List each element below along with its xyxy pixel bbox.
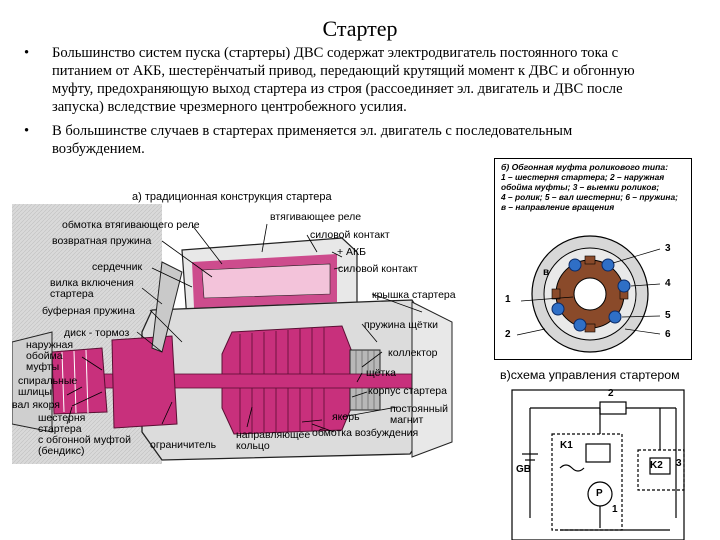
circuit-label: 1 <box>612 504 618 515</box>
circuit-label: 3 <box>676 458 682 469</box>
roller-clutch-figure: б) Обгонная муфта роликового типа: 1 – ш… <box>494 158 692 360</box>
label-serdechnik: сердечник <box>92 261 143 273</box>
bullet-item: • Большинство систем пуска (стартеры) ДВС… <box>22 44 662 116</box>
slide-title: Стартер <box>322 16 398 41</box>
legend-line: обойма муфты; 3 – выемки роликов; <box>501 182 660 192</box>
marker-3: 3 <box>665 243 671 254</box>
marker-1: 1 <box>505 294 511 305</box>
label-vozvratnaya: возвратная пружина <box>52 235 152 247</box>
label-postoyanny: постоянный магнит <box>390 403 449 426</box>
figure-b-legend: 1 – шестерня стартера; 2 – наружная обой… <box>501 172 678 212</box>
bullet-text: В большинстве случаев в стартерах примен… <box>52 123 573 157</box>
label-val-yakorya: вал якоря <box>12 399 60 411</box>
label-akb: + АКБ <box>337 246 367 258</box>
figure-c-title: в)схема управления стартером <box>500 368 680 382</box>
circuit-label: P <box>596 488 603 499</box>
marker-5: 5 <box>665 310 671 321</box>
circuit-label: 2 <box>608 388 614 399</box>
figure-a-title: а) традиционная конструкция стартера <box>132 191 332 203</box>
label-silovoi-2: силовой контакт <box>338 263 418 275</box>
control-circuit-figure: в)схема управления стартером 2 K1 GB K2 … <box>500 368 720 540</box>
label-kryshka: крышка стартера <box>372 289 456 301</box>
label-vtyag-rele: втягивающее реле <box>270 211 362 223</box>
bullet-icon: • <box>24 45 30 61</box>
bullet-text: Большинство систем пуска (стартеры) ДВС … <box>52 45 635 115</box>
label-silovoi-1: силовой контакт <box>310 229 390 241</box>
figure-b-title: б) Обгонная муфта роликового типа: <box>501 162 669 172</box>
label-vilka: вилка включения стартера <box>50 277 134 300</box>
label-spiralnye: спиральные шлицы <box>18 375 78 398</box>
starter-cutaway-figure: а) традиционная конструкция стартера обм… <box>12 192 490 540</box>
legend-line: в – направление вращения <box>501 202 615 212</box>
bullet-list: • Большинство систем пуска (стартеры) ДВС… <box>22 44 662 164</box>
label-napravl-koltso: направляющее кольцо <box>236 429 311 452</box>
label-obmotka-vozb: обмотка возбуждения <box>312 427 419 439</box>
starter-cutaway-drawing <box>12 204 453 464</box>
marker-2: 2 <box>505 329 511 340</box>
label-pruzhina-shetki: пружина щётки <box>364 319 438 331</box>
label-bufernaya: буферная пружина <box>42 305 135 317</box>
label-kollektor: коллектор <box>388 347 438 359</box>
circuit-label: K2 <box>650 460 663 471</box>
roller-clutch-drawing <box>516 235 661 353</box>
label-korpus: корпус стартера <box>368 385 447 397</box>
bullet-item: • В большинстве случаев в стартерах приме… <box>22 122 662 158</box>
label-ogranichitel: ограничитель <box>150 439 217 451</box>
label-shesternya: шестерня стартера <box>38 412 86 435</box>
marker-v: в <box>543 267 550 278</box>
marker-6: 6 <box>665 329 671 340</box>
label-obmotka-vtyag: обмотка втягивающего реле <box>62 219 200 231</box>
label-naruzh-oboima: наружная обойма муфты <box>26 339 74 373</box>
control-circuit-drawing <box>511 389 685 540</box>
label-disk: диск - тормоз <box>64 327 130 339</box>
label-shetka: щётка <box>366 367 396 379</box>
legend-line: 4 – ролик; 5 – вал шестерни; 6 – пружина… <box>501 192 678 202</box>
bullet-icon: • <box>24 123 30 139</box>
legend-line: 1 – шестерня стартера; 2 – наружная <box>501 172 665 182</box>
circuit-label: K1 <box>560 440 573 451</box>
label-yakor: якорь <box>332 411 360 423</box>
marker-4: 4 <box>665 278 671 289</box>
circuit-label: GB <box>516 464 531 475</box>
label-s-obgonnoi: с обгонной муфтой (бендикс) <box>38 434 131 457</box>
